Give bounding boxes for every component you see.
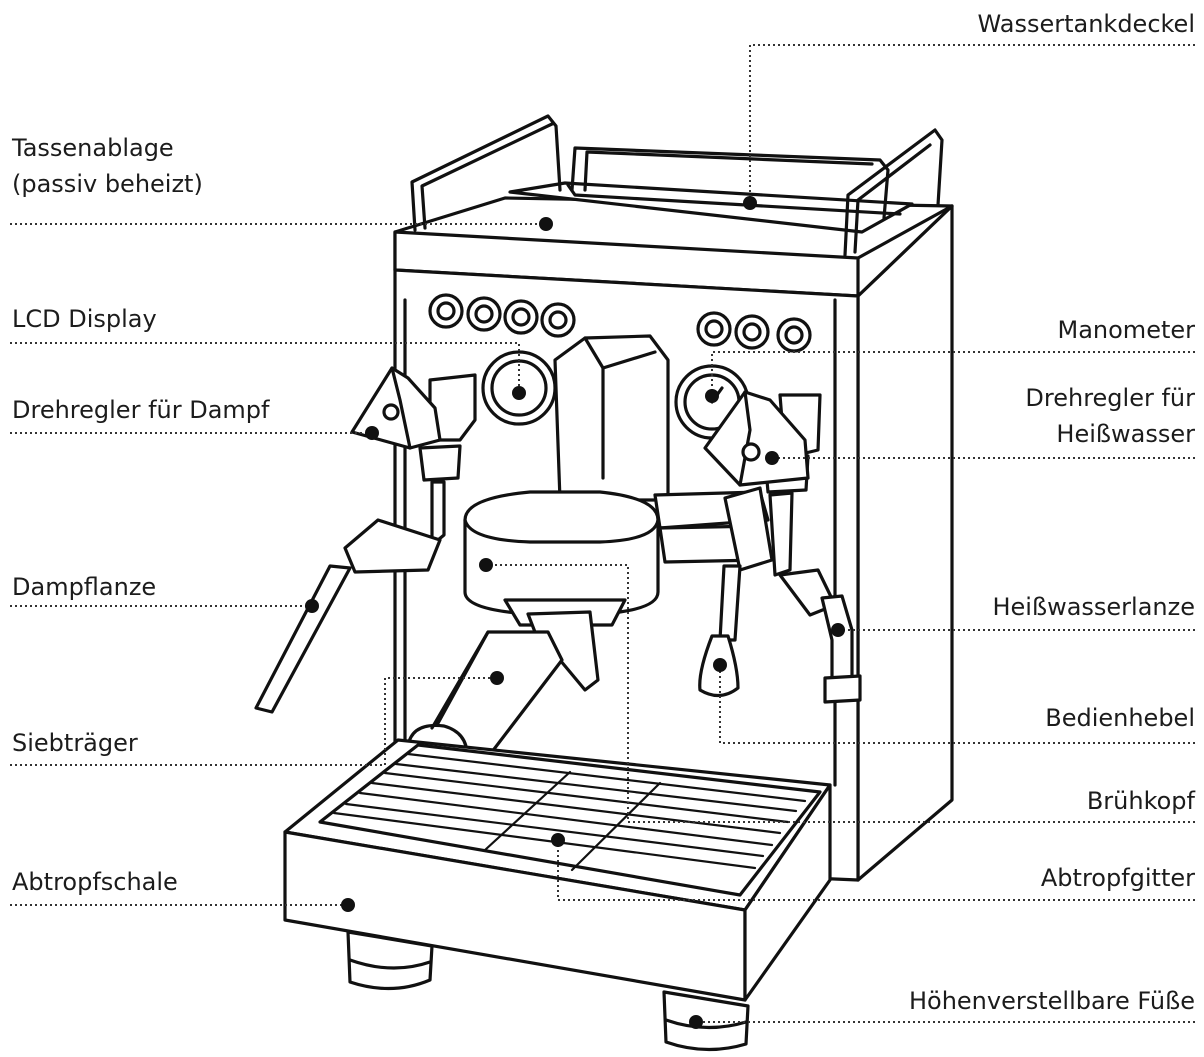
dot-drehregler-dampf — [365, 426, 379, 440]
dot-tassenablage — [539, 217, 553, 231]
dot-abtropfschale — [341, 898, 355, 912]
cup-rail — [410, 114, 944, 257]
buttons-left — [428, 293, 576, 338]
dot-lcd-display — [512, 386, 526, 400]
water-tank-lid — [508, 181, 914, 234]
dot-wassertankdeckel — [743, 196, 757, 210]
label-heisswasserlanze: Heißwasserlanze — [992, 593, 1195, 621]
label-bedienhebel: Bedienhebel — [1045, 704, 1195, 732]
hot-water-knob — [703, 390, 822, 494]
label-tassenablage-line1: Tassenablage — [12, 134, 174, 162]
buttons-right — [696, 311, 812, 353]
leader-lines — [10, 44, 1195, 1023]
dot-bedienhebel — [713, 658, 727, 672]
dot-siebtraeger — [490, 671, 504, 685]
dot-drehregler-heisswasser — [765, 451, 779, 465]
label-drehregler-heisswasser-line2: Heißwasser — [1056, 420, 1195, 448]
lever-assembly — [653, 486, 774, 698]
dot-heisswasserlanze — [831, 623, 845, 637]
label-dampflanze: Dampflanze — [12, 573, 157, 601]
label-manometer: Manometer — [1057, 316, 1196, 344]
hot-water-wand — [768, 491, 862, 704]
drip-grate — [318, 743, 822, 897]
steam-wand — [254, 480, 446, 714]
callout-dots — [305, 196, 845, 1029]
dot-manometer — [705, 389, 719, 403]
label-lcd-display: LCD Display — [12, 305, 157, 333]
brew-group — [463, 334, 670, 627]
feet — [346, 930, 750, 1052]
label-siebtraeger: Siebträger — [12, 729, 138, 757]
label-wassertankdeckel: Wassertankdeckel — [977, 10, 1195, 38]
label-bruehkopf: Brühkopf — [1086, 787, 1195, 815]
label-tassenablage: Tassenablage (passiv beheizt) — [12, 130, 203, 202]
dot-bruehkopf — [479, 558, 493, 572]
label-abtropfgitter: Abtropfgitter — [1040, 864, 1195, 892]
label-fuesse: Höhenverstellbare Füße — [908, 987, 1195, 1015]
label-drehregler-dampf: Drehregler für Dampf — [12, 396, 270, 424]
dot-abtropfgitter — [551, 833, 565, 847]
dot-fuesse — [689, 1015, 703, 1029]
label-tassenablage-line2: (passiv beheizt) — [12, 170, 203, 198]
label-abtropfschale: Abtropfschale — [12, 868, 178, 896]
label-drehregler-heisswasser-line1: Drehregler für — [1025, 384, 1195, 412]
label-drehregler-heisswasser: Drehregler für Heißwasser — [1025, 380, 1195, 452]
dot-dampflanze — [305, 599, 319, 613]
